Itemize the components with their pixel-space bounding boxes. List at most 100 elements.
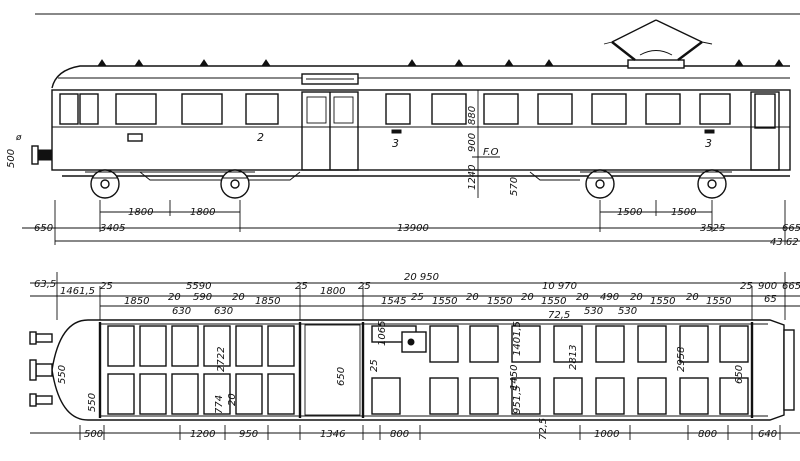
plan-dim-20950: 20 950 <box>404 272 439 283</box>
dim-1500-a: 1500 <box>617 207 642 218</box>
upper-dim-20-a: 20 <box>168 292 181 303</box>
dim-1500-b: 1500 <box>671 207 696 218</box>
plan-partitions <box>98 322 754 418</box>
dim-1800-a: 1800 <box>128 207 153 218</box>
upper-dim-1550-a: 1550 <box>432 296 457 307</box>
inner-dim-650-a: 650 <box>336 367 347 386</box>
upper-dim-1550-e: 1550 <box>706 296 731 307</box>
upper-dim-590: 590 <box>193 292 212 303</box>
inner-dim-550-b: 550 <box>87 393 98 412</box>
bottom-dim-950: 950 <box>239 429 258 440</box>
plate-2 <box>391 129 402 134</box>
buffer <box>31 145 53 165</box>
bottom-dim-800-a: 800 <box>390 429 409 440</box>
compartment-number-1: 2 <box>257 131 264 144</box>
side-horizontal-dims <box>22 200 800 245</box>
dim-1800-b: 1800 <box>190 207 215 218</box>
bottom-dim-1346: 1346 <box>320 429 345 440</box>
dim-3525: 3525 <box>700 223 725 234</box>
sub-dim-72-5: 72,5 <box>548 310 570 321</box>
inner-dim-774: 774 <box>214 395 225 414</box>
sub-dim-530-a: 530 <box>584 306 603 317</box>
inner-dim-2722: 2722 <box>216 347 227 372</box>
vertical-dim-900: 900 <box>467 133 478 152</box>
upper-dim-20-d: 20 <box>521 292 534 303</box>
inner-dim-1065: 1065 <box>377 321 388 346</box>
plan-dim-lines <box>30 272 800 434</box>
plan-seats-2 <box>371 325 749 415</box>
plan-dim-5590: 5590 <box>186 281 211 292</box>
upper-dim-1550-d: 1550 <box>650 296 675 307</box>
side-doors <box>301 91 780 171</box>
dim-13900: 13900 <box>397 223 429 234</box>
plate-1 <box>127 133 143 142</box>
sub-dim-630-b: 630 <box>214 306 233 317</box>
plan-dim-900: 900 <box>758 281 777 292</box>
inner-dim-20: 20 <box>227 393 238 406</box>
sub-dim-630-a: 630 <box>172 306 191 317</box>
upper-dim-1545: 1545 <box>381 296 406 307</box>
upper-dim-20-g: 20 <box>686 292 699 303</box>
plan-dim-25-a: 25 <box>100 281 113 292</box>
svg-text:ø: ø <box>15 133 22 143</box>
plan-upper-dims: 1850 20 590 20 1850 1545 25 1550 20 1550… <box>124 292 777 307</box>
plan-dim-10970: 10 970 <box>542 281 577 292</box>
plan-dim-1800: 1800 <box>320 286 345 297</box>
upper-dim-20-b: 20 <box>232 292 245 303</box>
upper-dim-65: 65 <box>764 294 777 305</box>
pantograph-label: F.O <box>483 147 499 158</box>
roof-vents <box>97 59 784 67</box>
inner-dim-2813: 2813 <box>568 345 579 370</box>
inner-dim-1401-5: 1401,5 <box>512 321 523 356</box>
plan-dim-1461-5: 1461,5 <box>60 286 95 297</box>
bottom-dim-800-b: 800 <box>698 429 717 440</box>
upper-dim-20-f: 20 <box>630 292 643 303</box>
upper-dim-1550-b: 1550 <box>487 296 512 307</box>
side-elevation: 2 3 3 500 ø 880 90 <box>6 13 800 248</box>
dim-total: 43 62 <box>770 237 799 248</box>
sub-dim-530-b: 530 <box>618 306 637 317</box>
compartment-number-3: 3 <box>705 137 712 150</box>
side-windows <box>59 93 776 129</box>
vertical-dim-570: 570 <box>509 177 520 196</box>
plan-dim-63-5: 63,5 <box>34 279 56 290</box>
compartment-number-2: 3 <box>392 137 399 150</box>
dim-3405: 3405 <box>100 223 125 234</box>
inner-dim-72-5: 72,5 <box>538 418 549 440</box>
underframe-equip-1 <box>139 171 301 181</box>
upper-dim-20-e: 20 <box>576 292 589 303</box>
inner-dim-650-b: 650 <box>734 365 745 384</box>
plate-3 <box>704 129 715 134</box>
upper-dim-25: 25 <box>411 292 424 303</box>
bogie-rear <box>580 169 732 199</box>
upper-dim-1850-b: 1850 <box>255 296 280 307</box>
plan-inner-dims: 2722 1065 25 650 1401,5 2813 2958 650 14… <box>57 321 745 440</box>
vertical-dim-1240: 1240 <box>467 165 478 190</box>
plan-dim-25-d: 25 <box>740 281 753 292</box>
bottom-dim-640: 640 <box>758 429 777 440</box>
bogie-front <box>85 169 255 199</box>
inner-dim-25: 25 <box>369 359 380 372</box>
buffer-dim: 500 <box>6 149 17 168</box>
bottom-dim-500: 500 <box>84 429 103 440</box>
upper-dim-490: 490 <box>600 292 619 303</box>
bottom-dim-1000: 1000 <box>594 429 619 440</box>
plan-bottom-dims: 500 1200 950 1346 800 1000 800 640 <box>79 425 781 440</box>
inner-dim-951-5: 951,5 <box>512 385 523 414</box>
upper-dim-1550-c: 1550 <box>541 296 566 307</box>
bottom-dim-1200: 1200 <box>190 429 215 440</box>
plan-seats-1 <box>107 325 295 415</box>
dim-650: 650 <box>34 223 53 234</box>
vertical-dim-880: 880 <box>467 106 478 125</box>
underframe-equip-2 <box>529 171 580 181</box>
plan-view: 63,5 1461,5 25 5590 25 1800 25 20 950 10… <box>29 272 800 440</box>
plan-dim-25-c: 25 <box>358 281 371 292</box>
plan-dim-665: 665 <box>782 281 800 292</box>
plan-dim-25-b: 25 <box>295 281 308 292</box>
car-body-side <box>51 89 791 171</box>
plan-car-outline <box>51 319 785 421</box>
upper-dim-20-c: 20 <box>466 292 479 303</box>
inner-dim-550-a: 550 <box>57 365 68 384</box>
dim-665: 665 <box>782 223 800 234</box>
